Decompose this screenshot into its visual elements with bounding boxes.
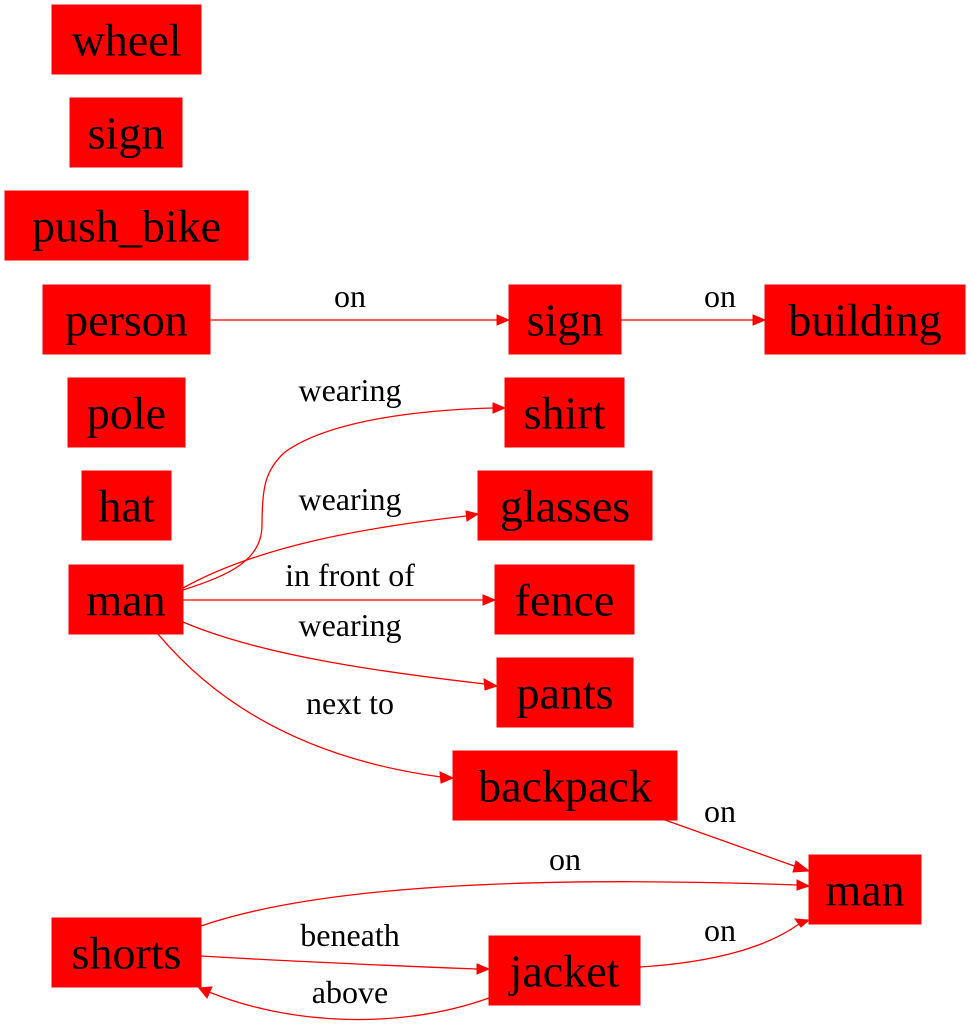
node-box <box>488 935 641 1006</box>
node-shorts[interactable]: shorts <box>51 917 202 988</box>
node-label: sign <box>88 108 165 159</box>
node-label: shorts <box>72 928 182 979</box>
edge-label: on <box>549 841 581 877</box>
edge-label: on <box>704 912 736 948</box>
edge-backpack-man: on <box>664 793 811 873</box>
edge-line <box>200 881 798 927</box>
arrowhead-icon <box>483 678 499 691</box>
arrowhead-icon <box>752 314 767 326</box>
arrowhead-icon <box>482 594 497 606</box>
node-box <box>67 377 186 448</box>
arrowhead-icon <box>496 314 511 326</box>
node-box <box>808 854 922 925</box>
node-shirt[interactable]: shirt <box>504 377 625 448</box>
node-label: person <box>65 295 188 346</box>
edge-jacket-man: on <box>639 912 811 968</box>
node-label: fence <box>515 575 615 626</box>
node-label: man <box>825 865 904 916</box>
node-box <box>508 284 622 355</box>
node-box <box>4 190 249 261</box>
edge-label: wearing <box>298 481 401 517</box>
node-label: wheel <box>72 15 182 66</box>
arrowhead-icon <box>465 510 480 522</box>
node-label: pole <box>87 388 166 439</box>
node-fence[interactable]: fence <box>494 564 635 635</box>
edge-man-backpack: next to <box>157 633 455 784</box>
edge-sign-building: on <box>621 278 767 326</box>
arrowhead-icon <box>792 860 811 873</box>
node-glasses[interactable]: glasses <box>477 470 653 541</box>
arrowhead-icon <box>796 879 811 891</box>
edge-line <box>639 923 800 968</box>
node-building[interactable]: building <box>764 284 966 355</box>
edge-line <box>208 991 490 1021</box>
edge-label: on <box>704 278 736 314</box>
edge-shorts-jacket: beneath <box>200 917 491 975</box>
arrowhead-icon <box>492 402 507 414</box>
node-hat[interactable]: hat <box>81 470 172 541</box>
edge-line <box>182 515 467 589</box>
edge-line <box>182 407 494 591</box>
node-label: hat <box>98 481 154 532</box>
arrowhead-icon <box>476 963 491 975</box>
node-label: man <box>86 575 165 626</box>
edge-label: wearing <box>298 607 401 643</box>
node-label: backpack <box>478 761 652 812</box>
edge-label: next to <box>306 685 394 721</box>
node-box <box>496 657 634 728</box>
edges-layer: on on wearing wearing in front of wearing next… <box>157 278 811 1021</box>
node-wheel[interactable]: wheel <box>51 4 202 75</box>
edge-man-shirt: wearing <box>182 372 507 591</box>
edge-jacket-shorts: above <box>198 974 490 1021</box>
edge-label: in front of <box>285 557 415 593</box>
node-box <box>477 470 653 541</box>
edge-man-glasses: wearing <box>182 481 480 589</box>
node-pants[interactable]: pants <box>496 657 634 728</box>
node-label: jacket <box>508 946 620 997</box>
edge-shorts-man: on <box>200 841 811 927</box>
node-label: push_bike <box>32 201 221 252</box>
node-box <box>51 4 202 75</box>
node-sign1[interactable]: sign <box>69 97 183 168</box>
edge-label: on <box>334 278 366 314</box>
node-man2[interactable]: man <box>808 854 922 925</box>
node-label: pants <box>516 668 613 719</box>
node-pole[interactable]: pole <box>67 377 186 448</box>
node-box <box>42 284 211 355</box>
node-label: building <box>788 295 941 346</box>
edge-line <box>157 633 442 778</box>
edge-line <box>200 955 478 970</box>
arrowhead-icon <box>793 918 811 928</box>
edge-label: above <box>312 974 388 1010</box>
node-label: shirt <box>524 388 606 439</box>
node-box <box>68 564 184 635</box>
node-box <box>494 564 635 635</box>
edge-line <box>664 819 798 868</box>
edge-man-fence: in front of <box>183 557 497 606</box>
edge-man-pants: wearing <box>182 607 499 691</box>
edge-label: on <box>704 793 736 829</box>
node-jacket[interactable]: jacket <box>488 935 641 1006</box>
node-label: sign <box>527 295 604 346</box>
edge-label: wearing <box>298 372 401 408</box>
node-box <box>81 470 172 541</box>
edge-line <box>182 621 486 685</box>
node-sign2[interactable]: sign <box>508 284 622 355</box>
node-push_bike[interactable]: push_bike <box>4 190 249 261</box>
node-box <box>51 917 202 988</box>
node-box <box>504 377 625 448</box>
edge-label: beneath <box>300 917 400 953</box>
node-man1[interactable]: man <box>68 564 184 635</box>
arrowhead-icon <box>439 771 455 784</box>
node-backpack[interactable]: backpack <box>452 750 678 821</box>
node-label: glasses <box>500 481 630 532</box>
node-box <box>69 97 183 168</box>
node-box <box>764 284 966 355</box>
node-box <box>452 750 678 821</box>
arrowhead-icon <box>198 986 213 999</box>
node-person[interactable]: person <box>42 284 211 355</box>
edge-person-sign: on <box>210 278 511 326</box>
